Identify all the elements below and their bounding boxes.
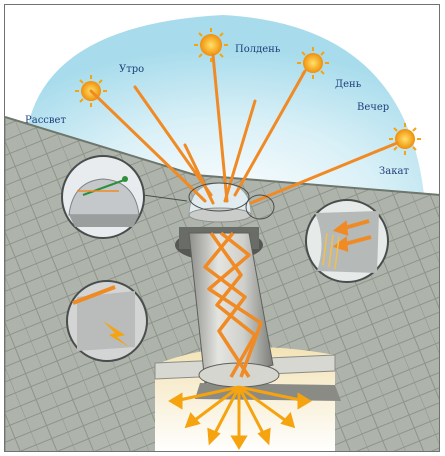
detail-reflector — [306, 200, 388, 282]
skylight-diagram — [5, 5, 440, 452]
tube-bottom — [199, 363, 279, 387]
label-evening: Вечер — [357, 103, 389, 113]
detail-tube-left — [67, 281, 147, 361]
dome-rim — [189, 208, 251, 222]
label-sunset: Закат — [379, 167, 409, 177]
label-day: День — [335, 80, 361, 90]
label-noon: Полдень — [235, 45, 280, 55]
diagram-frame: Рассвет Утро Полдень День Вечер Закат — [4, 4, 440, 452]
label-morning: Утро — [119, 65, 144, 75]
detail-dome — [62, 156, 144, 238]
label-dawn: Рассвет — [25, 116, 66, 126]
